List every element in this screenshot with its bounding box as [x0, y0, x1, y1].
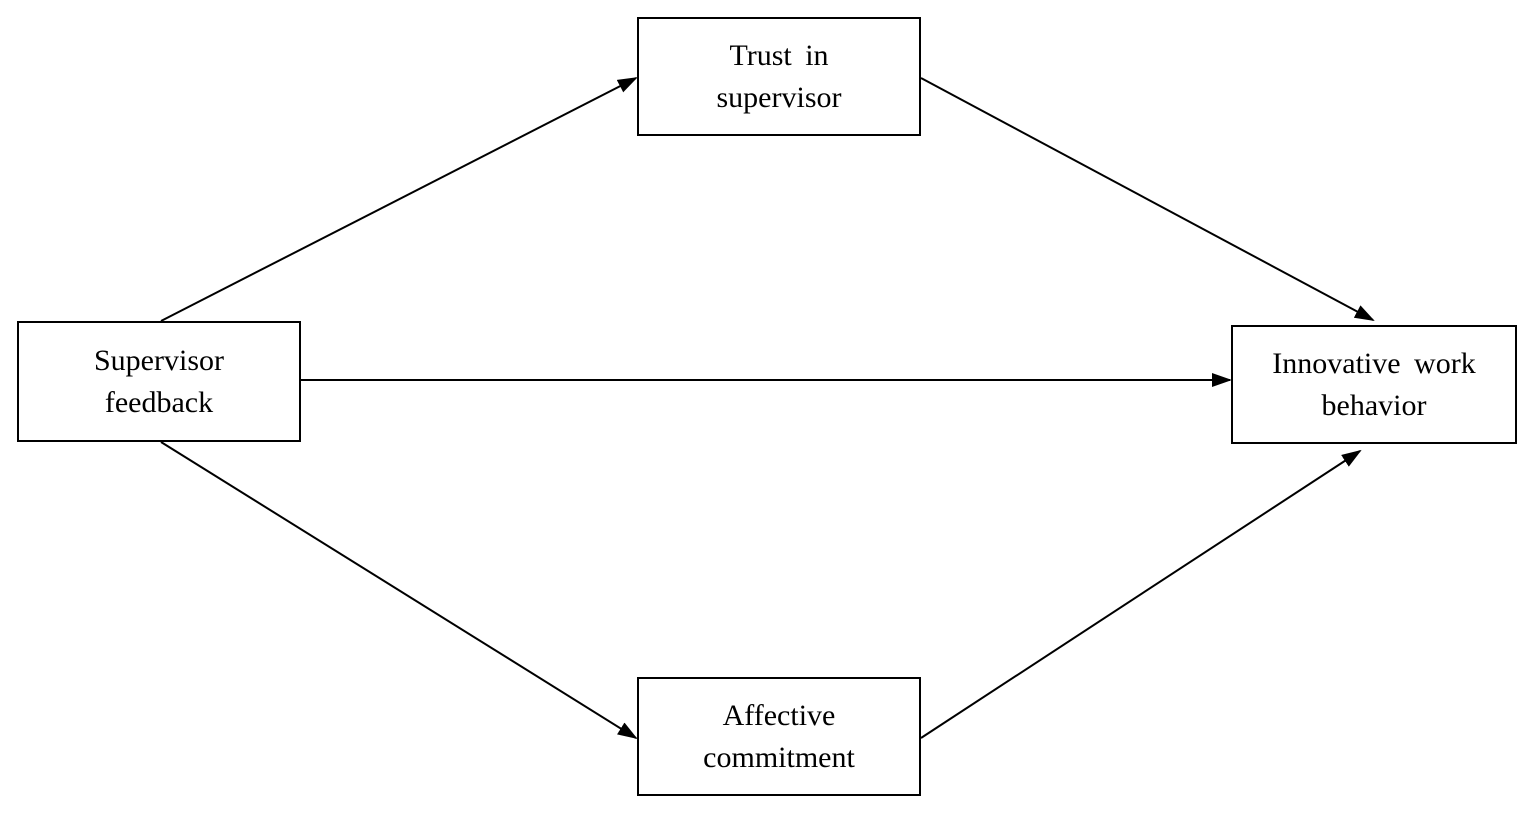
- node-label-line: Affective: [722, 698, 836, 732]
- node-trust-in-supervisor: Trust in supervisor: [637, 17, 921, 136]
- node-affective-commitment: Affective commitment: [637, 677, 921, 796]
- node-label-line: supervisor: [716, 80, 842, 114]
- node-supervisor-feedback: Supervisor feedback: [17, 321, 301, 442]
- node-innovative-work-behavior: Innovative work behavior: [1231, 325, 1517, 444]
- node-label-line: Innovative work: [1272, 346, 1476, 380]
- node-label-line: Trust in: [729, 38, 829, 72]
- arrow-affective-to-innovative: [920, 449, 1362, 739]
- node-label-line: feedback: [104, 385, 214, 419]
- node-label-line: behavior: [1321, 388, 1427, 422]
- node-label-line: Supervisor: [94, 343, 224, 377]
- arrow-feedback-to-trust: [160, 77, 638, 322]
- arrow-feedback-to-affective: [160, 441, 638, 740]
- arrow-trust-to-innovative: [920, 77, 1375, 321]
- node-label-line: commitment: [703, 740, 855, 774]
